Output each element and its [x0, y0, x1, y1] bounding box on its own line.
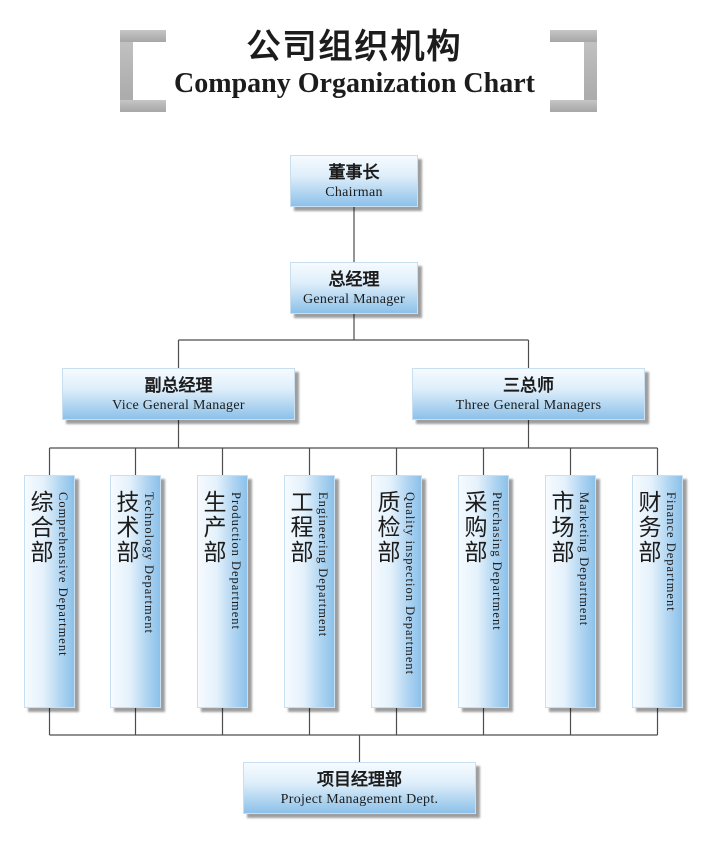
department-label-en: Production Department [229, 492, 243, 630]
department-label-zh: 技术部 [113, 490, 138, 565]
node-department-technology: 技术部 Technology Department [110, 475, 161, 708]
node-project-management-label-zh: 项目经理部 [317, 770, 402, 789]
chart-title-english: Company Organization Chart [174, 68, 535, 99]
department-label-zh: 质检部 [374, 490, 399, 565]
title-bracket-left-bottom-arm [120, 100, 166, 112]
node-department-marketing: 市场部 Marketing Department [545, 475, 596, 708]
title-bracket-right-bar [584, 30, 597, 112]
department-label-zh: 工程部 [287, 490, 312, 565]
node-department-purchasing: 采购部 Purchasing Department [458, 475, 509, 708]
node-department-engineering: 工程部 Engineering Department [284, 475, 335, 708]
department-label-en: Engineering Department [316, 492, 330, 638]
node-vice-general-manager-label-zh: 副总经理 [144, 376, 213, 395]
department-label-zh: 采购部 [461, 490, 486, 565]
node-department-production: 生产部 Production Department [197, 475, 248, 708]
node-three-general-managers-label-zh: 三总师 [503, 376, 554, 395]
department-label-en: Purchasing Department [490, 492, 504, 631]
node-three-general-managers: 三总师 Three General Managers [412, 368, 645, 420]
node-chairman: 董事长 Chairman [290, 155, 418, 207]
node-project-management-label-en: Project Management Dept. [280, 792, 439, 807]
node-department-quality-inspection: 质检部 Quality inspection Department [371, 475, 422, 708]
node-department-finance: 财务部 Finance Department [632, 475, 683, 708]
department-label-zh: 综合部 [27, 490, 52, 565]
node-general-manager-label-zh: 总经理 [328, 270, 380, 289]
title-bracket-left-top-arm [120, 30, 166, 42]
node-general-manager: 总经理 General Manager [290, 262, 418, 314]
node-vice-general-manager: 副总经理 Vice General Manager [62, 368, 295, 420]
department-label-en: Marketing Department [577, 492, 591, 627]
department-label-zh: 生产部 [200, 490, 225, 565]
department-label-en: Quality inspection Department [403, 492, 417, 676]
title-bracket-left-bar [120, 30, 133, 112]
node-project-management: 项目经理部 Project Management Dept. [243, 762, 476, 814]
department-label-en: Finance Department [664, 492, 678, 612]
title-bracket-right-bottom-arm [550, 100, 597, 112]
node-general-manager-label-en: General Manager [302, 292, 406, 307]
chart-title-chinese: 公司组织机构 [246, 29, 463, 66]
node-chairman-label-zh: 董事长 [328, 163, 380, 182]
department-label-zh: 财务部 [635, 490, 660, 565]
title-bracket-right-top-arm [550, 30, 597, 42]
department-label-zh: 市场部 [548, 490, 573, 565]
department-label-en: Comprehensive Department [56, 492, 70, 657]
node-chairman-label-en: Chairman [325, 185, 383, 200]
node-department-comprehensive: 综合部 Comprehensive Department [24, 475, 75, 708]
department-label-en: Technology Department [142, 492, 156, 634]
node-three-general-managers-label-en: Three General Managers [455, 398, 602, 413]
node-vice-general-manager-label-en: Vice General Manager [112, 398, 245, 413]
